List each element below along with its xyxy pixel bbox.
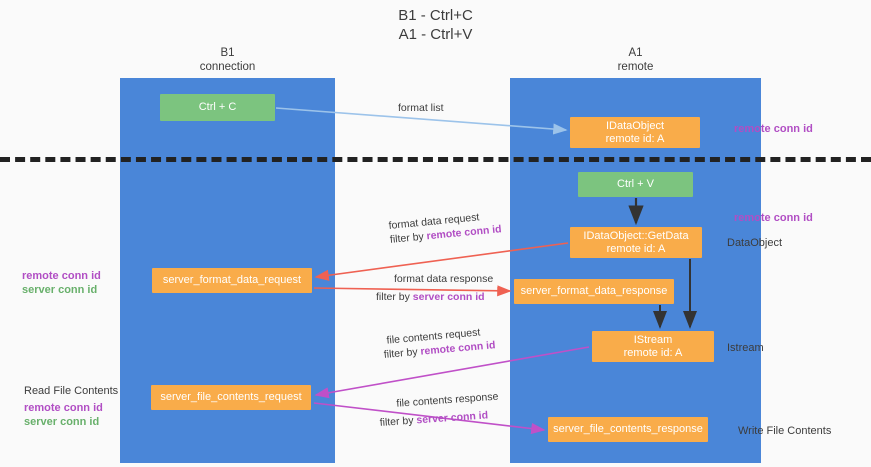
node-idataobject-title: IDataObject bbox=[605, 119, 665, 132]
filter-prefix: filter by bbox=[389, 230, 428, 246]
edge-label-format-data-response: format data response filter by server co… bbox=[376, 272, 493, 304]
note-read-file-contents: Read File Contents bbox=[24, 385, 119, 397]
filter-key-server-conn-id: server conn id bbox=[412, 291, 485, 303]
note-dataobject: DataObject bbox=[727, 237, 783, 249]
node-server-format-data-request[interactable]: server_format_data_request bbox=[152, 268, 312, 293]
node-server-file-contents-request-label: server_file_contents_request bbox=[160, 391, 302, 403]
node-getdata-subtitle: remote id: A bbox=[606, 242, 666, 255]
filter-prefix: filter by bbox=[376, 291, 413, 303]
title-line-2: A1 - Ctrl+V bbox=[398, 26, 473, 43]
title-line-1: B1 - Ctrl+C bbox=[398, 7, 473, 24]
edge-label-format-list: format list bbox=[398, 101, 444, 115]
swimlane-b1-name: B1 bbox=[220, 47, 235, 59]
node-idataobject[interactable]: IDataObject remote id: A bbox=[570, 117, 700, 148]
swimlane-a1-sub: remote bbox=[617, 61, 654, 73]
filter-key-server-conn-id: server conn id bbox=[416, 409, 489, 427]
swimlane-b1-sub: connection bbox=[199, 61, 256, 73]
edge-label-format-data-response-filter: filter by server conn id bbox=[376, 286, 493, 304]
node-server-format-data-response-label: server_format_data_response bbox=[520, 285, 668, 297]
edge-label-format-list-text: format list bbox=[398, 102, 444, 114]
note-left-remote-conn-id-1: remote conn id bbox=[22, 270, 101, 282]
node-istream-subtitle: remote id: A bbox=[623, 346, 683, 359]
note-write-file-contents: Write File Contents bbox=[738, 425, 832, 437]
node-istream[interactable]: IStream remote id: A bbox=[592, 331, 714, 362]
edge-label-file-contents-response: file contents response filter by server … bbox=[378, 390, 500, 430]
node-getdata-title: IDataObject::GetData bbox=[583, 229, 689, 242]
note-remote-conn-id-top: remote conn id bbox=[734, 123, 813, 135]
edge-label-format-data-response-text: format data response bbox=[394, 273, 494, 285]
node-server-file-contents-response-label: server_file_contents_response bbox=[553, 423, 703, 435]
phase-divider bbox=[0, 157, 871, 162]
note-left-server-conn-id-2: server conn id bbox=[24, 416, 100, 428]
node-server-file-contents-request[interactable]: server_file_contents_request bbox=[151, 385, 311, 410]
note-left-server-conn-id-1: server conn id bbox=[22, 284, 98, 296]
note-left-conn-ids-bottom: remote conn id server conn id bbox=[24, 401, 103, 429]
note-left-remote-conn-id-2: remote conn id bbox=[24, 402, 103, 414]
swimlane-a1-name: A1 bbox=[628, 47, 643, 59]
swimlane-header-a1: A1 remote bbox=[510, 46, 761, 74]
edge-label-file-contents-request: file contents request filter by remote c… bbox=[382, 324, 496, 362]
note-istream: Istream bbox=[727, 342, 764, 354]
node-ctrl-v[interactable]: Ctrl + V bbox=[578, 172, 693, 197]
node-ctrl-c[interactable]: Ctrl + C bbox=[160, 94, 275, 121]
note-remote-conn-id-mid: remote conn id bbox=[734, 212, 813, 224]
node-server-format-data-request-label: server_format_data_request bbox=[162, 274, 302, 286]
node-istream-title: IStream bbox=[633, 333, 673, 346]
node-server-file-contents-response[interactable]: server_file_contents_response bbox=[548, 417, 708, 442]
filter-prefix: filter by bbox=[383, 345, 421, 361]
node-ctrl-v-label: Ctrl + V bbox=[617, 178, 654, 190]
edge-label-format-data-request: format data request filter by remote con… bbox=[388, 208, 502, 247]
node-ctrl-c-label: Ctrl + C bbox=[198, 101, 237, 113]
note-left-conn-ids-top: remote conn id server conn id bbox=[22, 269, 101, 297]
filter-prefix: filter by bbox=[379, 414, 417, 429]
node-server-format-data-response[interactable]: server_format_data_response bbox=[514, 279, 674, 304]
diagram-title: B1 - Ctrl+C A1 - Ctrl+V bbox=[0, 6, 871, 44]
node-idataobject-getdata[interactable]: IDataObject::GetData remote id: A bbox=[570, 227, 702, 258]
node-idataobject-subtitle: remote id: A bbox=[605, 132, 665, 145]
swimlane-header-b1: B1 connection bbox=[120, 46, 335, 74]
